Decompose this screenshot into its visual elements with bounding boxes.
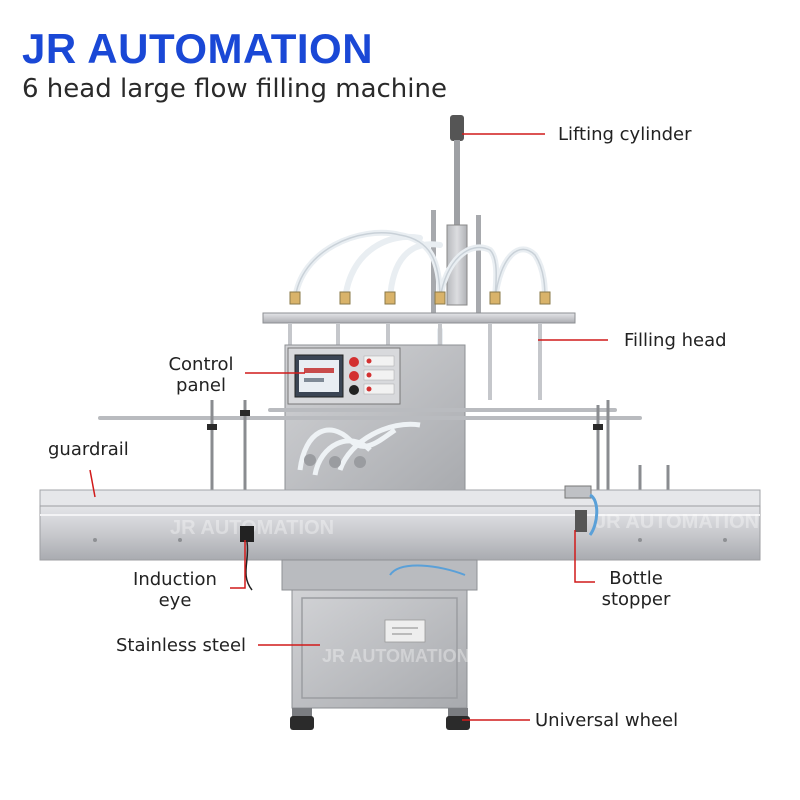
screen-display — [299, 360, 339, 392]
conveyor: JR AUTOMATION JR AUTOMATION — [39, 489, 761, 561]
guardrail-rods — [98, 408, 642, 420]
brand-title: JR AUTOMATION — [22, 25, 374, 72]
bottle-stopper — [564, 485, 599, 536]
button-icon — [349, 371, 359, 381]
label-filling-head: Filling head — [624, 330, 727, 351]
label-control-panel: Control panel — [168, 354, 234, 396]
leader-guardrail — [89, 469, 96, 498]
universal-wheels — [290, 708, 470, 730]
lifting-cylinder — [446, 115, 468, 306]
label-lifting-cylinder: Lifting cylinder — [558, 124, 692, 145]
button-icon — [349, 357, 359, 367]
leader-induction-eye — [230, 540, 246, 589]
frame-post — [476, 215, 481, 315]
callout-leaders — [89, 133, 608, 721]
nameplate — [384, 619, 426, 643]
watermark-text: JR AUTOMATION — [595, 511, 759, 533]
watermark-text: JR AUTOMATION — [322, 646, 470, 666]
label-bottle-stopper: Bottle stopper — [601, 568, 671, 610]
label-induction-eye: Induction eye — [133, 569, 217, 611]
label-guardrail: guardrail — [48, 439, 129, 460]
filling-head-bar — [262, 312, 576, 324]
leader-bottle-stopper — [574, 530, 595, 583]
button-icon — [349, 385, 359, 395]
label-stainless-steel: Stainless steel — [116, 635, 247, 656]
induction-eye — [240, 526, 254, 591]
label-universal-wheel: Universal wheel — [535, 710, 679, 731]
nozzle-fittings — [289, 291, 551, 305]
control-panel — [287, 347, 401, 405]
stainless-steel-cabinet: JR AUTOMATION — [281, 559, 478, 709]
machine-subtitle: 6 head large flow filling machine — [22, 74, 447, 104]
